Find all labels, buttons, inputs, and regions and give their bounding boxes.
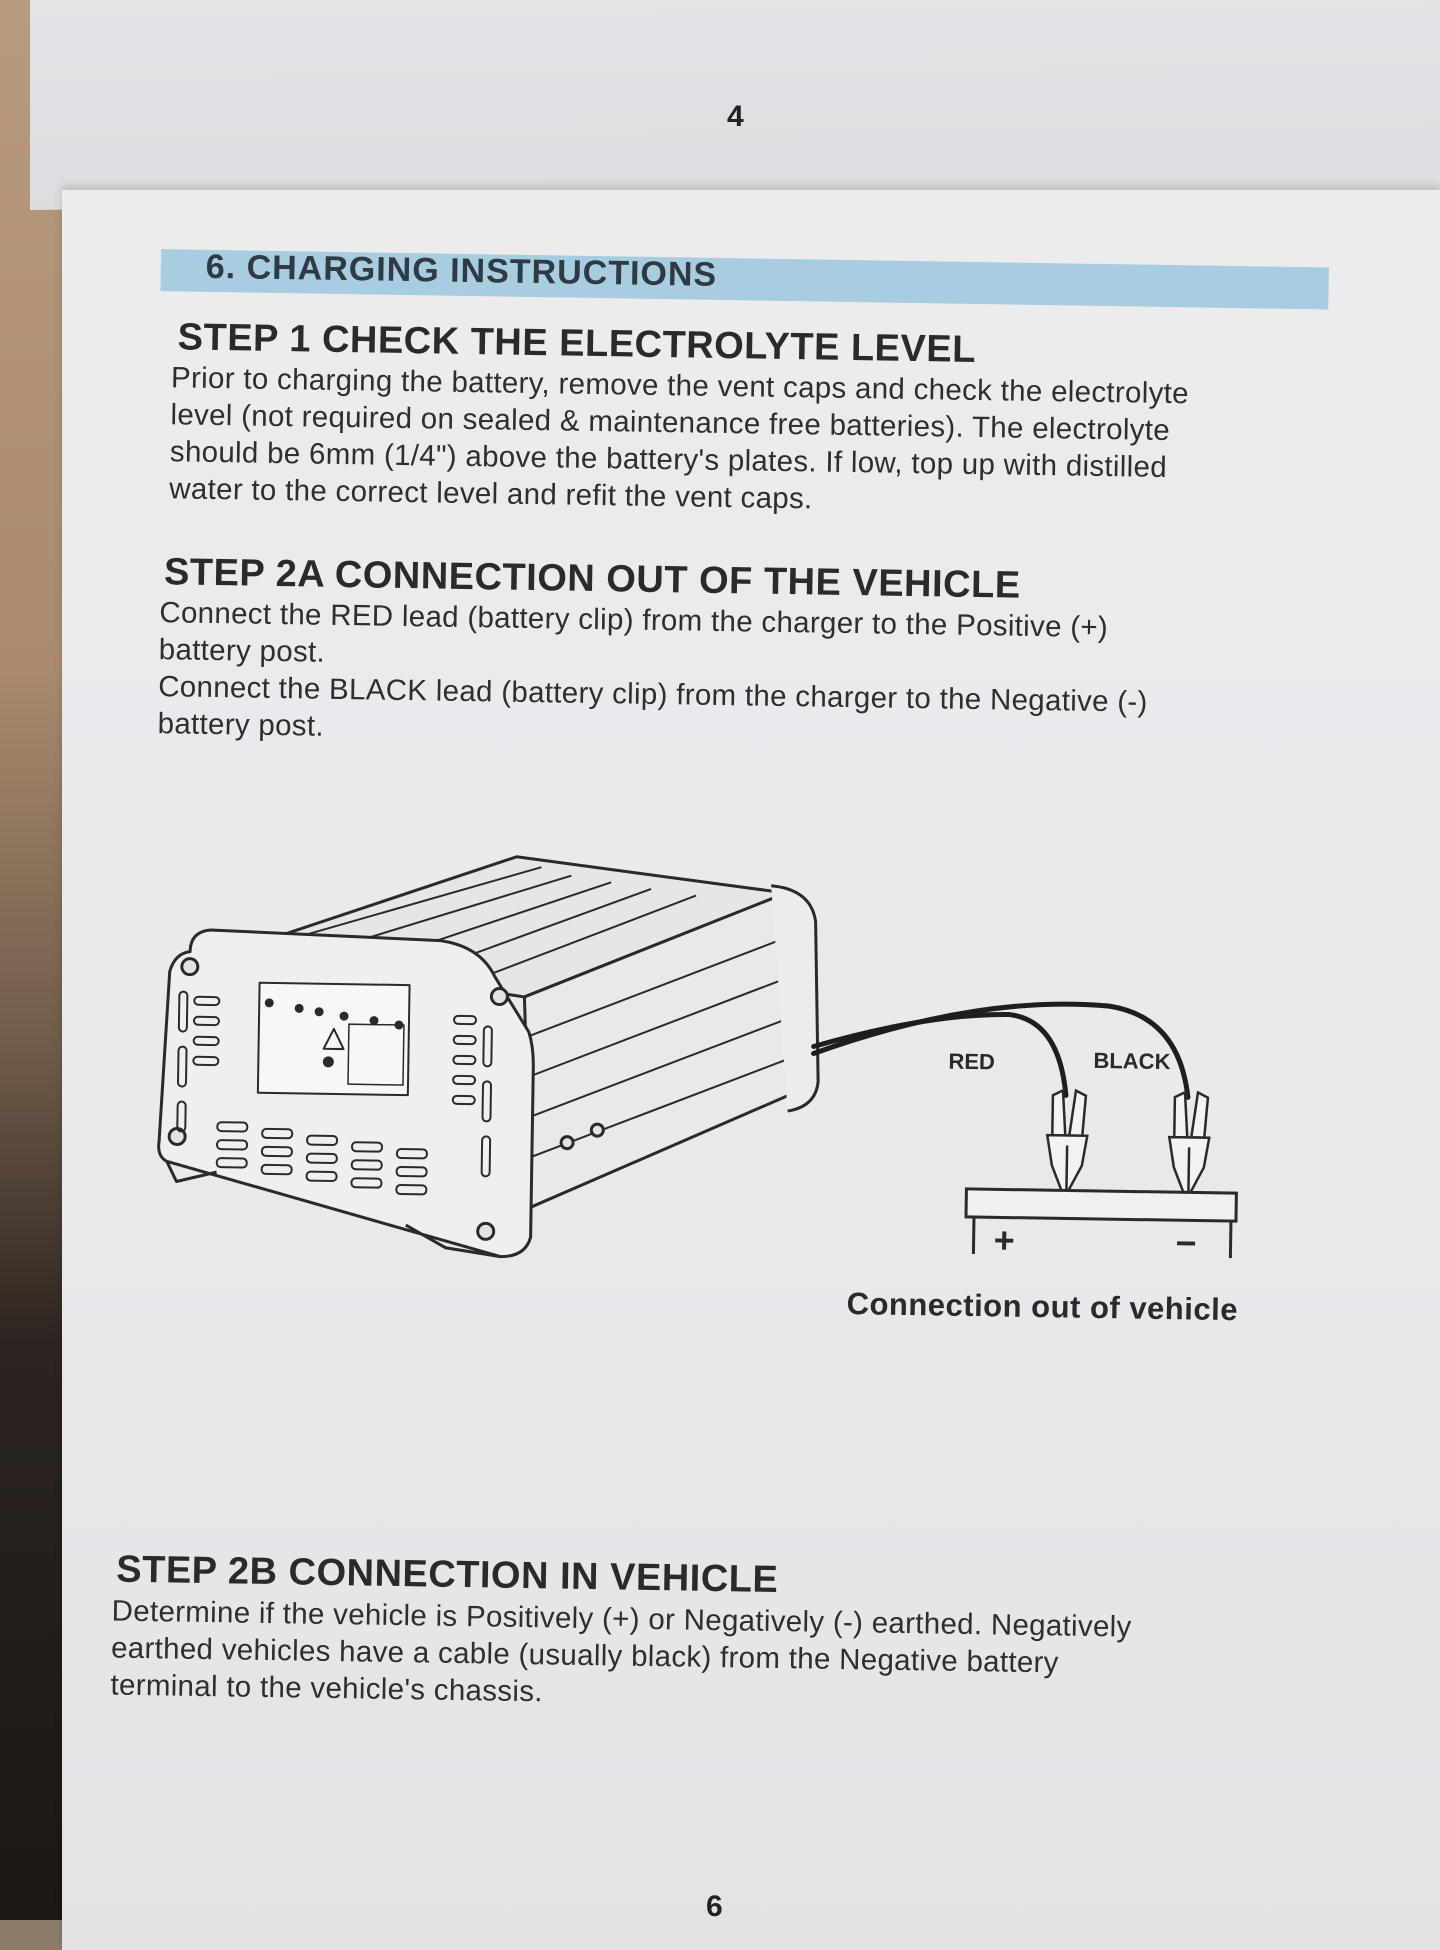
red-lead-label: RED: [948, 1049, 995, 1075]
black-clamp: [1167, 1090, 1211, 1194]
battery-illustration: [964, 1187, 1238, 1259]
step-1-body: Prior to charging the battery, remove th…: [169, 361, 1190, 516]
negative-terminal-symbol: −: [1175, 1222, 1197, 1263]
red-clamp: [1045, 1088, 1089, 1192]
step-2b-body: Determine if the vehicle is Positively (…: [110, 1594, 1132, 1709]
previous-page-number: 4: [727, 100, 744, 133]
section-title: 6. CHARGING INSTRUCTIONS: [205, 247, 718, 294]
black-lead-label: BLACK: [1093, 1048, 1170, 1074]
charger-connection-diagram: RED BLACK + −: [144, 831, 1331, 1329]
charger-cables: [811, 1001, 1191, 1100]
positive-terminal-symbol: +: [993, 1219, 1015, 1260]
charger-illustration: [157, 855, 820, 1259]
page-number: 6: [706, 1890, 723, 1923]
diagram-caption: Connection out of vehicle: [846, 1286, 1239, 1328]
step-2a-body: Connect the RED lead (battery clip) from…: [157, 596, 1148, 743]
